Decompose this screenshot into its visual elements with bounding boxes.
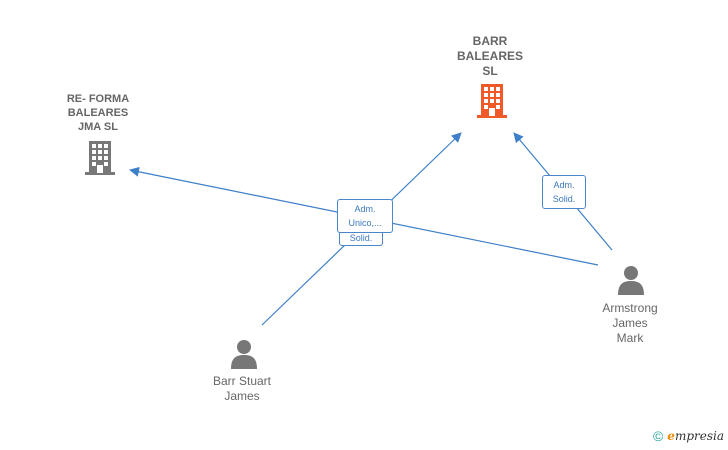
brand-watermark: © empresia [653, 428, 724, 444]
edge-role-label: Solid. [349, 233, 373, 243]
person-icon[interactable] [617, 265, 645, 295]
edge-role-label: Adm. [354, 204, 376, 214]
building-icon[interactable] [477, 84, 507, 118]
edge-role-badge[interactable]: Adm. Solid. [542, 175, 586, 209]
person-label-barr-stuart: Barr Stuart James [212, 374, 272, 403]
edge-role-label: Unico,... [348, 218, 382, 228]
person-icon[interactable] [230, 339, 258, 369]
building-icon[interactable] [85, 141, 115, 175]
company-label-barr-baleares: BARR BALEARES SL [456, 34, 523, 78]
person-label-armstrong: Armstrong James Mark [602, 301, 658, 345]
edge-role-badge[interactable]: Adm. Unico,... [337, 199, 393, 233]
brand-logo: empresia [667, 429, 724, 443]
company-label-reforma-baleares: RE- FORMA BALEARES JMA SL [66, 93, 130, 133]
copyright-symbol: © [652, 428, 664, 444]
edge-role-label: Adm. [553, 180, 575, 190]
edge-role-label: Solid. [552, 194, 576, 204]
